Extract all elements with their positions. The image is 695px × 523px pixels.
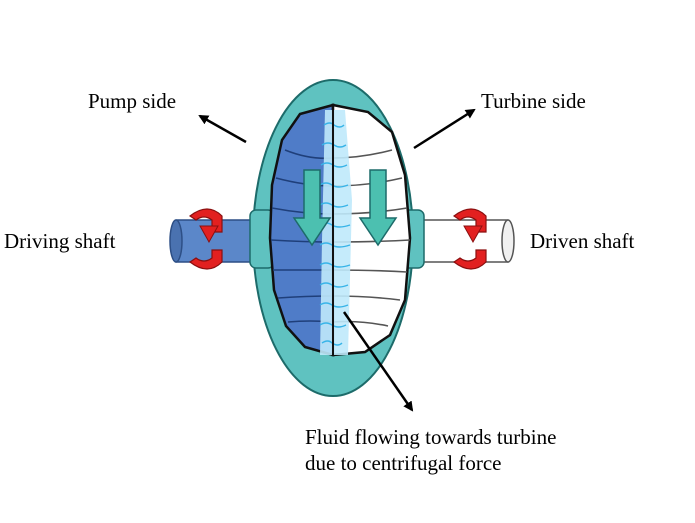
pump-side-label: Pump side xyxy=(88,89,177,113)
flow-arrow-pump xyxy=(292,169,332,247)
driven-shaft-label: Driven shaft xyxy=(530,229,635,253)
fluid-flow-label-line2: due to centrifugal force xyxy=(305,451,502,475)
fluid-flow-label: Fluid flowing towards turbine due to cen… xyxy=(305,424,556,476)
fluid-flow-label-line1: Fluid flowing towards turbine xyxy=(305,425,557,449)
rotation-arrow-driven-icon xyxy=(452,208,487,270)
driven-shaft xyxy=(419,219,515,263)
rotation-arrow-driving-icon xyxy=(188,208,223,270)
flow-arrow-turbine xyxy=(358,169,398,247)
turbine-side-pointer-icon xyxy=(413,108,476,150)
cutaway-interior xyxy=(268,103,412,357)
turbine-side-label: Turbine side xyxy=(481,89,586,113)
driving-shaft xyxy=(169,219,263,263)
fluid-pointer-icon xyxy=(342,311,414,412)
driving-shaft-label: Driving shaft xyxy=(4,229,116,253)
fluid-band xyxy=(320,110,352,355)
pump-side-pointer-icon xyxy=(198,114,247,144)
